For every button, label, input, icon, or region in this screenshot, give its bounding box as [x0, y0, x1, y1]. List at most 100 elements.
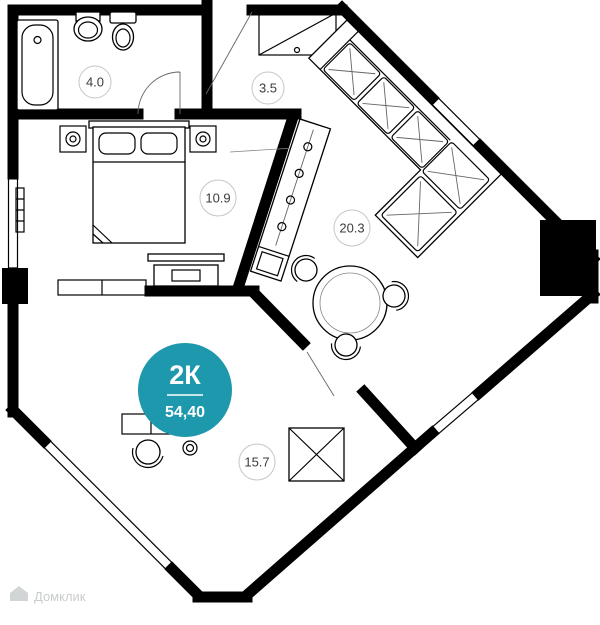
sofa-outline — [307, 19, 503, 259]
hanger-icon — [294, 168, 304, 178]
hanger-icon — [303, 142, 313, 152]
entry-wardrobe-knob — [293, 46, 301, 54]
sofa-cushion — [391, 111, 449, 168]
shower-cabin — [288, 427, 345, 482]
room-label-circle — [333, 209, 371, 247]
room-area-text: 15.7 — [244, 455, 269, 470]
radiator — [15, 187, 25, 233]
nightstand-left-lamp — [65, 131, 81, 147]
room-label-circle — [251, 71, 285, 105]
wash-basin — [73, 11, 103, 42]
sofa-tufting — [328, 48, 485, 247]
sofa-back-line — [349, 39, 451, 141]
plant-pot-inner — [185, 443, 195, 453]
office-chair-seat — [135, 439, 161, 465]
window-left-lower — [7, 303, 19, 405]
bathtub-rim — [16, 19, 59, 111]
room-label-living: 20.3 — [333, 209, 371, 247]
room-area-text: 20.3 — [339, 221, 364, 236]
dining-chair — [290, 254, 318, 283]
watermark-text: Домклик — [34, 589, 86, 604]
toilet-bowl-inner — [115, 28, 131, 48]
nightstand-left-lamp-inner — [69, 135, 77, 143]
badge-area-text: 54,40 — [165, 404, 205, 421]
tv-stand — [153, 264, 219, 287]
chair-back — [290, 254, 316, 283]
plant — [182, 440, 198, 456]
hanger-icon — [277, 222, 287, 232]
nightstand-left — [59, 125, 87, 153]
room-area-text: 10.9 — [205, 191, 230, 206]
chair-seat — [382, 284, 406, 308]
sofa-chaise-cushion — [381, 176, 457, 252]
badge-type-text: 2К — [169, 360, 201, 390]
bed-blanket-fold — [92, 224, 113, 244]
tv-stand-drawer — [171, 269, 201, 282]
toilet — [109, 11, 137, 51]
chair-seat — [294, 258, 318, 282]
watermark: Домклик — [10, 586, 86, 604]
chair-back — [330, 343, 362, 361]
leader-line — [229, 147, 295, 153]
nightstand-right-top — [189, 125, 217, 153]
wall-block-east-corner — [540, 220, 596, 296]
room-label-circle — [78, 65, 112, 99]
wall-block-left — [2, 268, 28, 304]
office-chair-back — [131, 447, 164, 469]
chair-back — [391, 280, 410, 311]
tv-stand-outline — [153, 264, 219, 287]
tv-panel — [147, 253, 225, 262]
toilet-tank — [109, 11, 137, 24]
window-southeast — [426, 389, 483, 439]
room-area-text: 3.5 — [259, 81, 277, 96]
bathroom-door-leaf — [137, 71, 181, 115]
sofa-corner-cushion — [422, 142, 490, 209]
basin-bowl-inner — [77, 21, 99, 39]
radiator-fins — [16, 198, 24, 222]
room-area-text: 4.0 — [86, 75, 104, 90]
dining-chair — [382, 280, 410, 311]
corner-sofa — [307, 19, 503, 259]
sofa-cushion — [357, 77, 415, 134]
watermark-house-icon — [10, 586, 28, 601]
interior-door-leaf — [306, 351, 335, 397]
entrance-door-leaf — [205, 11, 253, 95]
dresser — [57, 279, 147, 296]
bed-pillow-left — [98, 132, 136, 155]
office-chair — [131, 439, 164, 469]
closet-hangers — [249, 118, 332, 282]
bathtub — [16, 19, 59, 111]
window-southwest — [38, 435, 176, 573]
plant-pot — [182, 440, 198, 456]
room-label-bedroom: 10.9 — [199, 179, 237, 217]
interior-walls — [7, 0, 423, 456]
closet-rod — [275, 129, 314, 246]
dining-table-inner — [319, 272, 381, 334]
nightstand-right — [189, 125, 217, 153]
hanger-icon — [285, 195, 296, 205]
badge-circle — [138, 343, 232, 437]
dining-table-top — [312, 265, 388, 341]
room-label-circle — [199, 179, 237, 217]
chair-seat — [334, 333, 358, 357]
dining-chair — [330, 333, 362, 361]
nightstand-right-lamp — [195, 131, 211, 147]
bed-outline — [92, 126, 186, 244]
bathtub-drain — [33, 35, 42, 45]
sofa-cushion — [323, 43, 381, 100]
closet-divider — [258, 245, 290, 257]
room-label-hall: 3.5 — [251, 71, 285, 105]
shower-cross — [288, 427, 345, 482]
bed-pillow-right — [140, 132, 178, 155]
sofa-armrest — [319, 30, 359, 70]
apartment-badge: 2К 54,40 — [138, 343, 232, 437]
dining-table — [312, 265, 388, 341]
entry-wardrobe-diagonal — [258, 12, 337, 56]
closet-shelf — [255, 251, 284, 277]
bathtub-basin — [21, 24, 54, 106]
room-label-studio: 15.7 — [238, 443, 276, 481]
double-bed — [88, 120, 190, 244]
nightstand-right-lamp-inner — [199, 135, 207, 143]
